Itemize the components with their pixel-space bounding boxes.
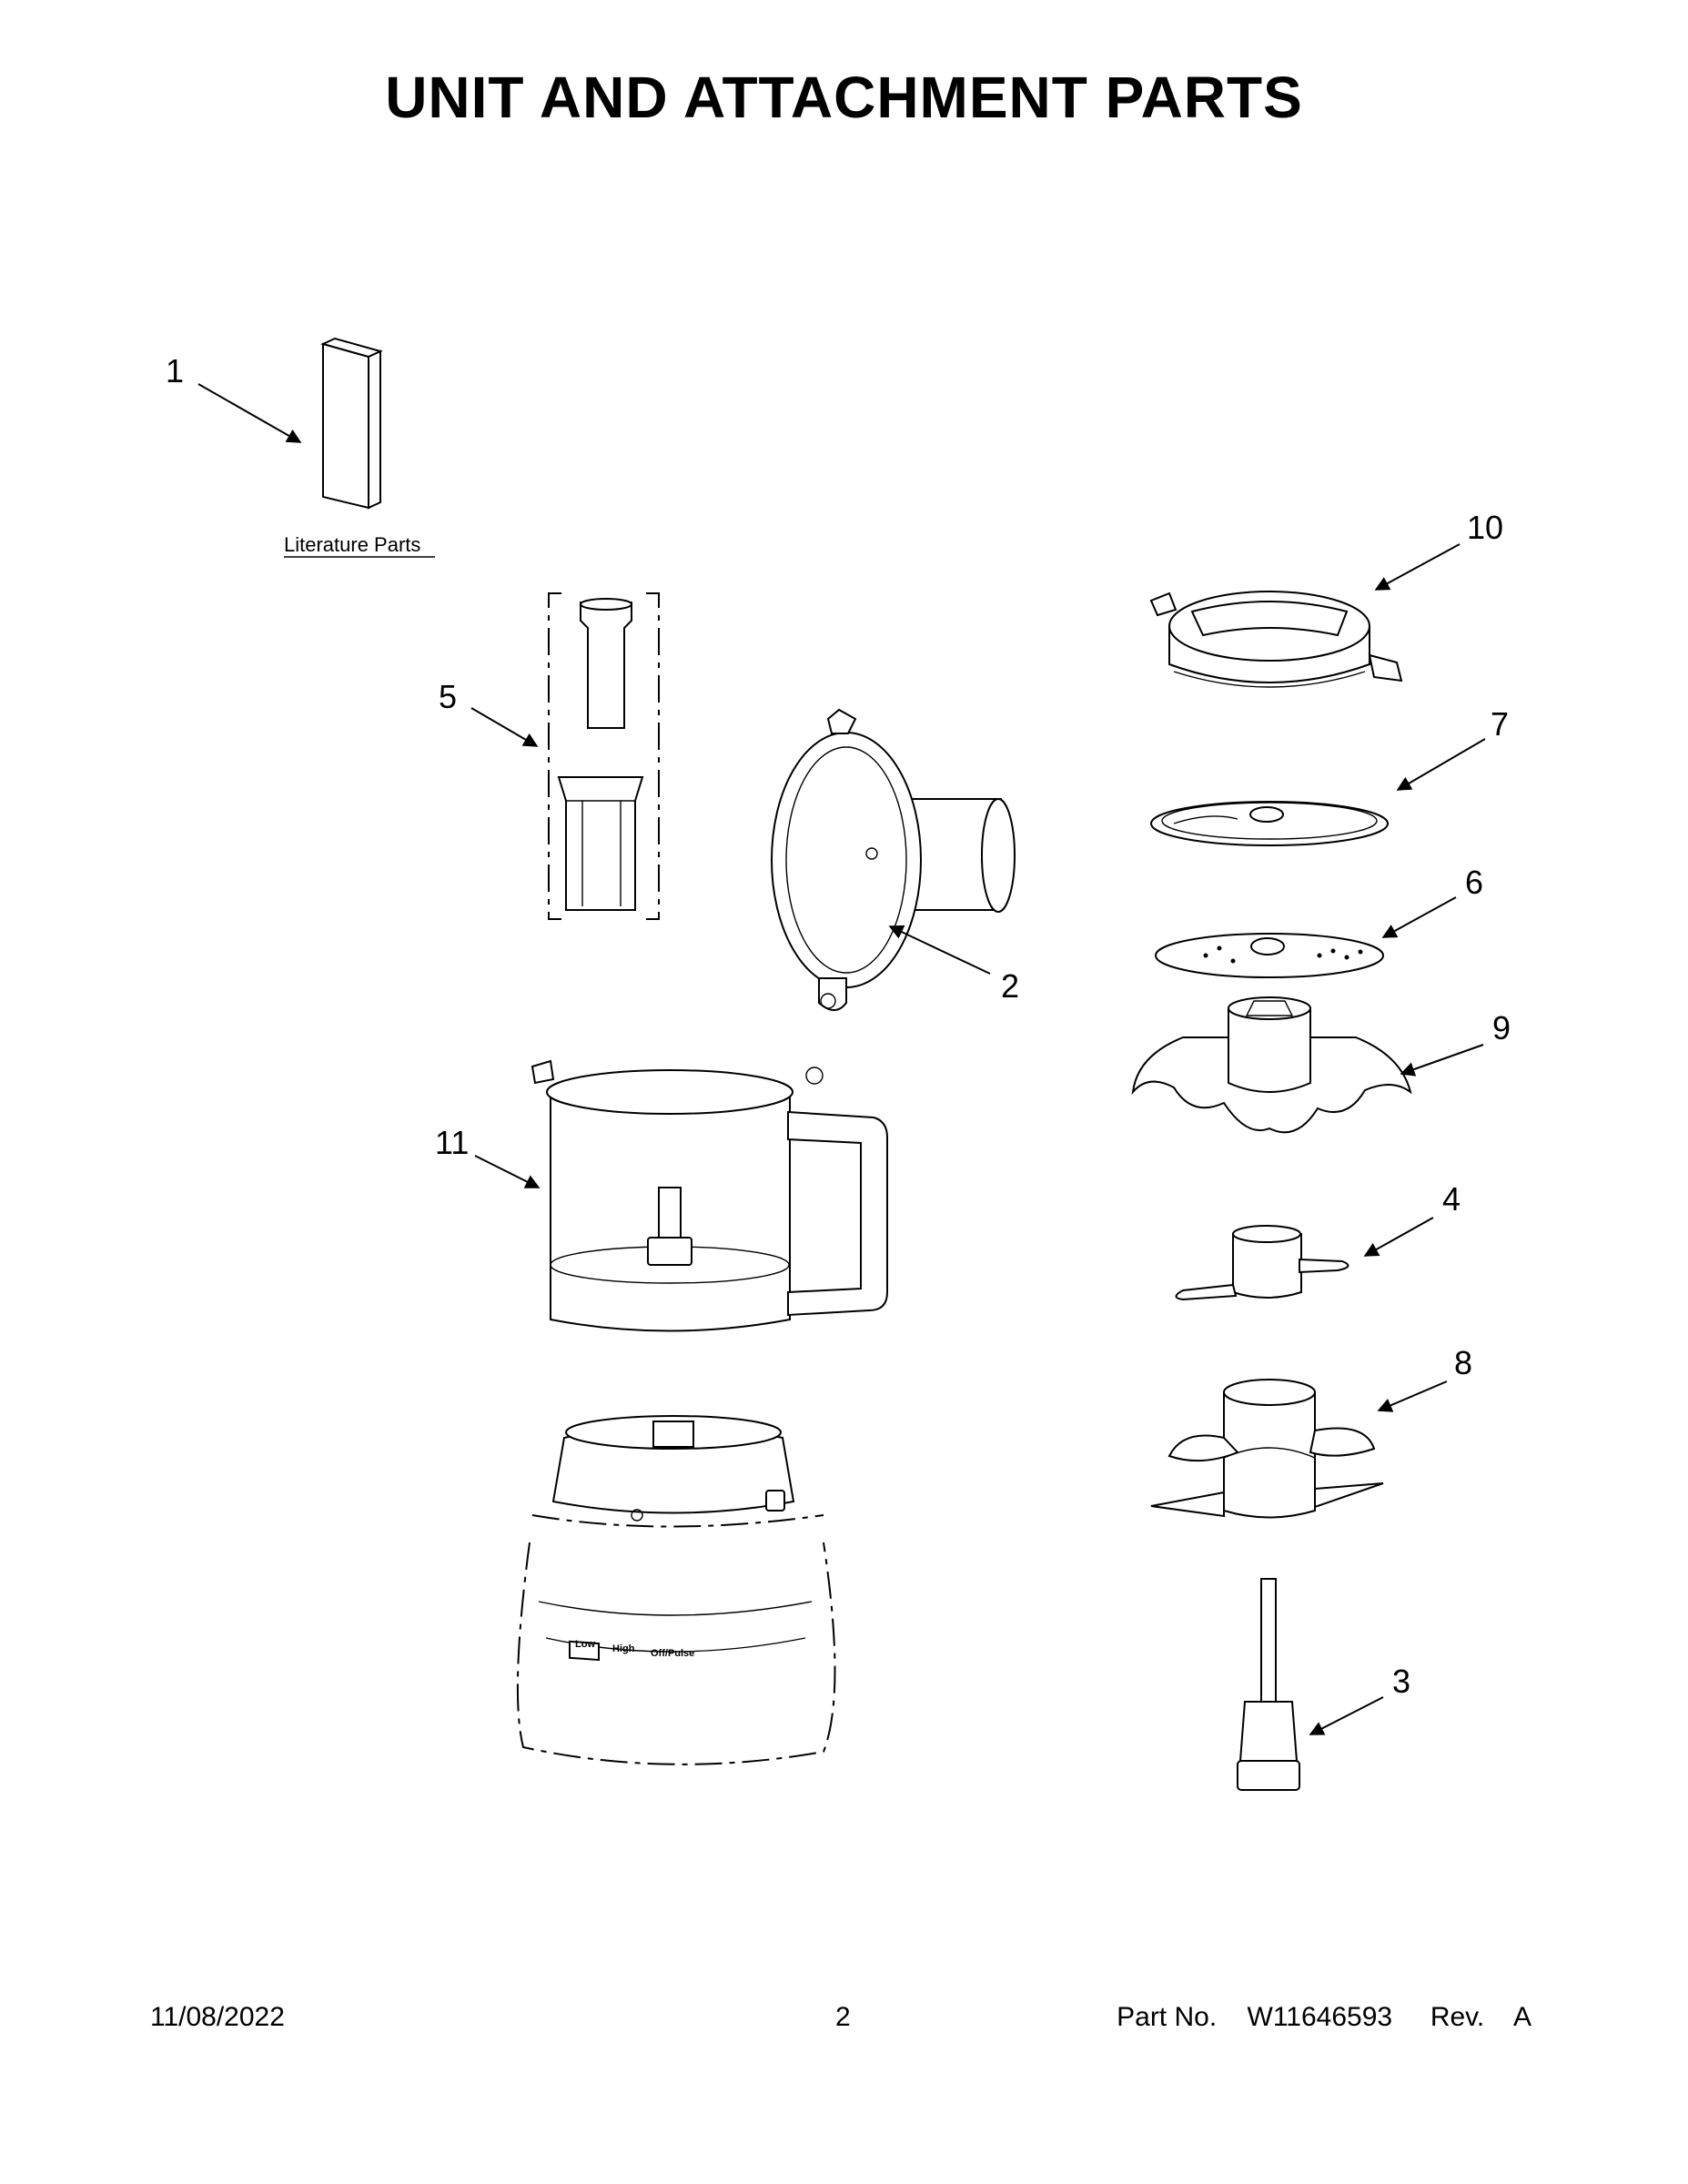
base-button-high: High [612,1643,635,1654]
footer-page-number: 2 [835,2002,851,2032]
callout-3: 3 [1392,1663,1410,1700]
callout-9: 9 [1492,1009,1511,1046]
work-bowl-lid [771,708,1016,1011]
callout-5-arrow [470,707,539,747]
slicing-disc [1150,801,1389,846]
shredding-disc [1155,933,1384,978]
callout-1-arrow [197,383,302,443]
literature-caption: Literature Parts [284,533,420,556]
callout-11: 11 [435,1124,469,1161]
disc-adapter [1149,591,1403,688]
callout-6: 6 [1465,864,1483,901]
work-bowl [531,1059,888,1332]
rev-label: Rev. [1430,2002,1485,2032]
callout-4-arrow [1363,1217,1434,1257]
wavy-disc [1131,996,1412,1134]
callout-9-arrow [1400,1044,1484,1077]
feed-tube-pushers [548,592,660,920]
callout-10: 10 [1467,509,1503,546]
callout-7-arrow [1396,738,1486,791]
footer-date: 11/08/2022 [150,2002,285,2032]
callout-7: 7 [1491,705,1509,743]
callout-3-arrow [1309,1696,1384,1735]
part-number: W11646593 [1247,2002,1393,2032]
motor-base: Low High Off/Pulse [516,1415,836,1765]
callout-10-arrow [1374,543,1461,591]
callout-2: 2 [1001,967,1019,1005]
callout-1: 1 [166,352,184,389]
footer-part-info: Part No. W11646593 Rev. A [1117,2002,1531,2033]
base-button-off-pulse: Off/Pulse [651,1648,694,1659]
rev-value: A [1512,2002,1531,2032]
callout-8-arrow [1377,1380,1448,1412]
callout-4: 4 [1442,1180,1461,1218]
callout-6-arrow [1381,896,1457,938]
callout-11-arrow [474,1155,541,1188]
mini-blade [1175,1225,1349,1301]
callout-2-arrow [888,925,991,975]
base-button-low: Low [575,1639,595,1650]
literature-part: Literature Parts [284,337,435,558]
page-title: UNIT AND ATTACHMENT PARTS [385,65,1303,130]
part-label: Part No. [1117,2002,1218,2032]
drive-adapter [1237,1578,1300,1791]
multipurpose-blade [1150,1379,1384,1519]
callout-8: 8 [1454,1344,1472,1381]
callout-5: 5 [439,678,457,715]
